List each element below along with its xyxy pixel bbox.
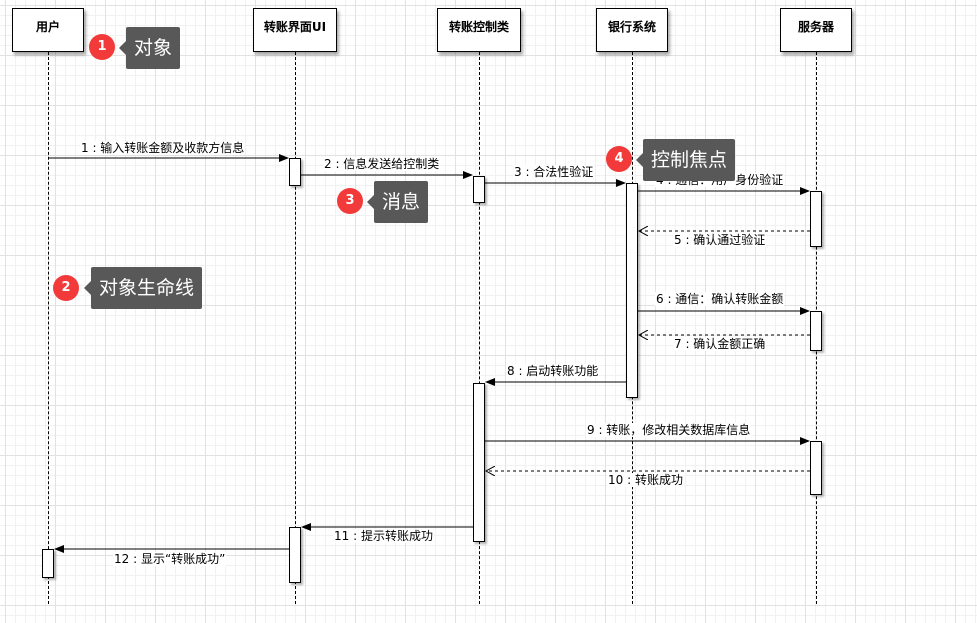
- activation-ui-1[interactable]: [289, 158, 301, 186]
- message-label-2[interactable]: 2 : 信息发送给控制类: [323, 157, 441, 171]
- participant-server[interactable]: 服务器: [780, 8, 852, 52]
- annotation-badge-3: 3: [337, 188, 363, 214]
- annotation-callout-message: 消息: [366, 181, 429, 223]
- lifeline-ctrl: [479, 52, 480, 604]
- activation-ctrl-1[interactable]: [473, 176, 485, 203]
- lifeline-user: [48, 52, 49, 604]
- message-label-11[interactable]: 11 : 提示转账成功: [333, 529, 434, 543]
- activation-ui-2[interactable]: [289, 527, 301, 583]
- annotation-callout-object: 对象: [118, 27, 181, 69]
- message-label-1[interactable]: 1 : 输入转账金额及收款方信息: [80, 141, 246, 155]
- message-label-6[interactable]: 6 : 通信：确认转账金额: [655, 292, 785, 306]
- activation-server-2[interactable]: [810, 311, 822, 351]
- message-label-9[interactable]: 9 : 转账，修改相关数据库信息: [586, 423, 752, 437]
- annotation-callout-lifeline: 对象生命线: [83, 267, 203, 309]
- annotation-badge-4: 4: [606, 146, 632, 172]
- activation-ctrl-2[interactable]: [473, 383, 485, 542]
- activation-user[interactable]: [42, 549, 54, 578]
- annotation-badge-2: 2: [53, 275, 79, 301]
- participant-ui[interactable]: 转账界面UI: [253, 8, 337, 52]
- activation-server-3[interactable]: [810, 441, 822, 495]
- participant-ctrl[interactable]: 转账控制类: [437, 8, 521, 52]
- message-label-10[interactable]: 10 : 转账成功: [607, 473, 684, 487]
- message-label-5[interactable]: 5 : 确认通过验证: [673, 233, 767, 247]
- annotation-badge-1: 1: [89, 34, 115, 60]
- message-label-8[interactable]: 8 : 启动转账功能: [506, 364, 600, 378]
- participant-bank[interactable]: 银行系统: [596, 8, 668, 52]
- activation-server-1[interactable]: [810, 191, 822, 247]
- participant-user[interactable]: 用户: [12, 8, 84, 52]
- message-label-7[interactable]: 7 : 确认金额正确: [673, 337, 767, 351]
- activation-bank[interactable]: [626, 183, 638, 398]
- message-label-12[interactable]: 12 : 显示“转账成功”: [113, 552, 227, 566]
- lifeline-ui: [295, 52, 296, 604]
- message-label-3[interactable]: 3 : 合法性验证: [513, 165, 595, 179]
- annotation-callout-focus: 控制焦点: [635, 139, 736, 181]
